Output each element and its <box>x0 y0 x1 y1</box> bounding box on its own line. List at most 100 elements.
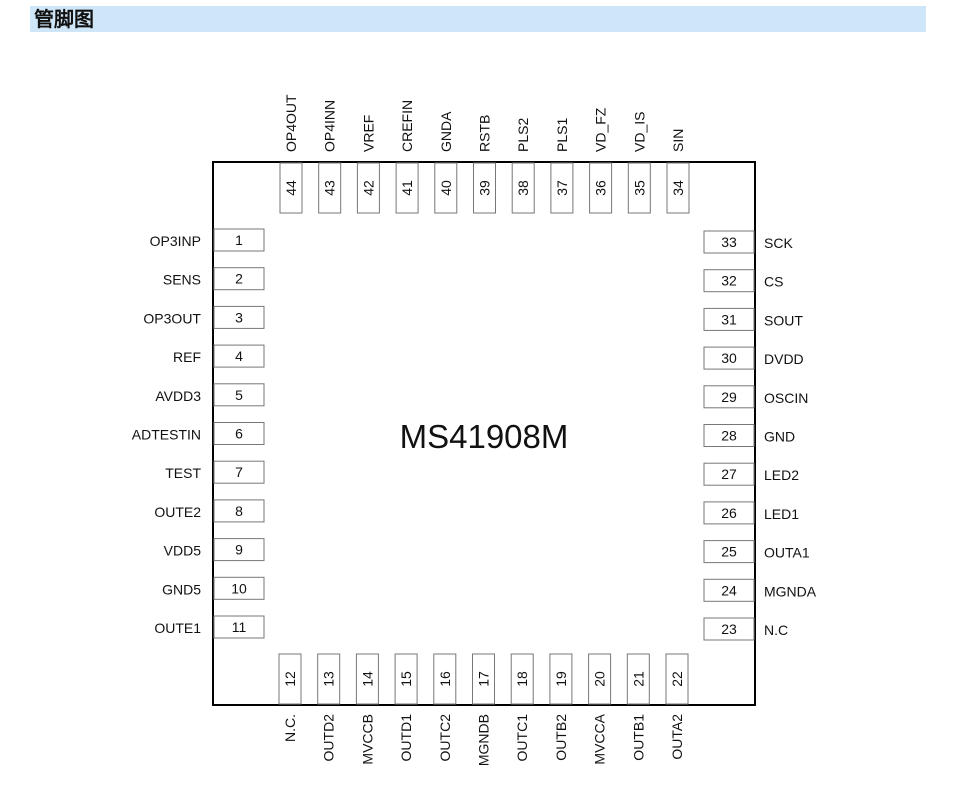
pin-number: 38 <box>515 180 531 196</box>
pin-pad <box>318 162 342 214</box>
pin-pad <box>703 230 755 254</box>
pin-label: MGNDB <box>476 714 492 766</box>
pin-number: 28 <box>721 428 737 444</box>
pin-pad <box>472 653 495 705</box>
pin-number: 25 <box>721 544 737 560</box>
pin-number: 39 <box>477 180 493 196</box>
pin-pad <box>213 576 265 600</box>
pin-number: 34 <box>670 180 686 196</box>
pin-pad <box>213 499 265 523</box>
pin-number: 31 <box>721 311 737 327</box>
pin-number: 42 <box>360 180 376 196</box>
pin-31: 31 SOUT <box>703 307 803 331</box>
pin-pad <box>473 162 496 214</box>
pin-number: 4 <box>235 348 243 364</box>
pin-pad <box>213 305 265 329</box>
pin-label: N.C <box>764 622 788 638</box>
pin-number: 40 <box>438 180 454 196</box>
pin-label: SOUT <box>764 312 803 328</box>
pin-23: 23 N.C <box>703 617 788 641</box>
pin-label: OP4INN <box>322 100 338 152</box>
pin-number: 10 <box>231 580 247 596</box>
pin-number: 26 <box>721 505 737 521</box>
pin-pad <box>511 162 535 214</box>
pin-pad <box>213 228 265 252</box>
pin-label: VD_FZ <box>593 107 609 152</box>
pin-number: 6 <box>235 426 243 442</box>
pin-label: OUTB1 <box>630 714 646 761</box>
pin-label: DVDD <box>764 351 804 367</box>
pin-number: 3 <box>235 309 243 325</box>
pin-label: OUTC1 <box>514 714 530 762</box>
pin-pad <box>356 162 380 214</box>
pin-label: OP3OUT <box>143 310 201 326</box>
pins-left: 1OP3INP2SENS3OP3OUT4REF5AVDD36ADTESTIN7T… <box>132 228 265 639</box>
pin-label: OUTA2 <box>669 714 685 760</box>
pin-number: 20 <box>592 671 608 687</box>
pin-pad <box>317 653 341 705</box>
pin-pad <box>703 617 755 641</box>
pin-number: 29 <box>721 389 737 405</box>
pin-number: 44 <box>283 180 299 196</box>
pin-number: 30 <box>721 350 737 366</box>
pin-pad <box>395 162 419 214</box>
pin-44: 44 OP4OUT <box>279 94 303 214</box>
pin-label: ADTESTIN <box>132 427 201 443</box>
pin-number: 17 <box>476 671 492 687</box>
pin-pad <box>213 267 265 291</box>
pin-number: 14 <box>359 671 375 687</box>
pin-number: 16 <box>437 671 453 687</box>
pin-pad <box>703 540 755 564</box>
pin-number: 8 <box>235 503 243 519</box>
pin-pad <box>434 162 458 214</box>
pin-pad <box>550 162 574 214</box>
pin-label: OP4OUT <box>283 94 299 152</box>
pin-label: N.C. <box>282 714 298 742</box>
pin-34: 34 SIN <box>666 129 690 214</box>
pin-label: OP3INP <box>150 233 201 249</box>
pin-number: 15 <box>398 671 414 687</box>
pin-number: 23 <box>721 621 737 637</box>
pin-pad <box>703 346 755 370</box>
pin-label: LED1 <box>764 506 799 522</box>
pin-label: REF <box>173 349 201 365</box>
pin-label: OSCIN <box>764 390 808 406</box>
pin-35: 35 VD_IS <box>627 112 651 214</box>
pin-number: 5 <box>235 387 243 403</box>
pin-3: 3 OP3OUT <box>143 305 265 329</box>
pin-pad <box>213 422 265 445</box>
pin-pad <box>279 162 303 214</box>
pin-label: CREFIN <box>399 100 415 152</box>
pin-label: TEST <box>165 465 201 481</box>
pin-4: 4 REF <box>173 344 265 368</box>
pin-number: 35 <box>631 180 647 196</box>
pin-pad <box>278 653 302 705</box>
pin-label: VD_IS <box>631 112 647 152</box>
pin-pad <box>433 653 457 705</box>
pin-label: OUTB2 <box>553 714 569 761</box>
pin-label: SCK <box>764 235 793 251</box>
pin-pad <box>394 653 418 705</box>
pins-bottom: 12N.C.13OUTD214MVCCB15OUTD116OUTC217MGND… <box>278 653 689 766</box>
pin-label: SIN <box>670 129 686 152</box>
pin-pad <box>703 578 755 602</box>
pin-label: GND5 <box>162 581 201 597</box>
pin-number: 12 <box>282 671 298 687</box>
